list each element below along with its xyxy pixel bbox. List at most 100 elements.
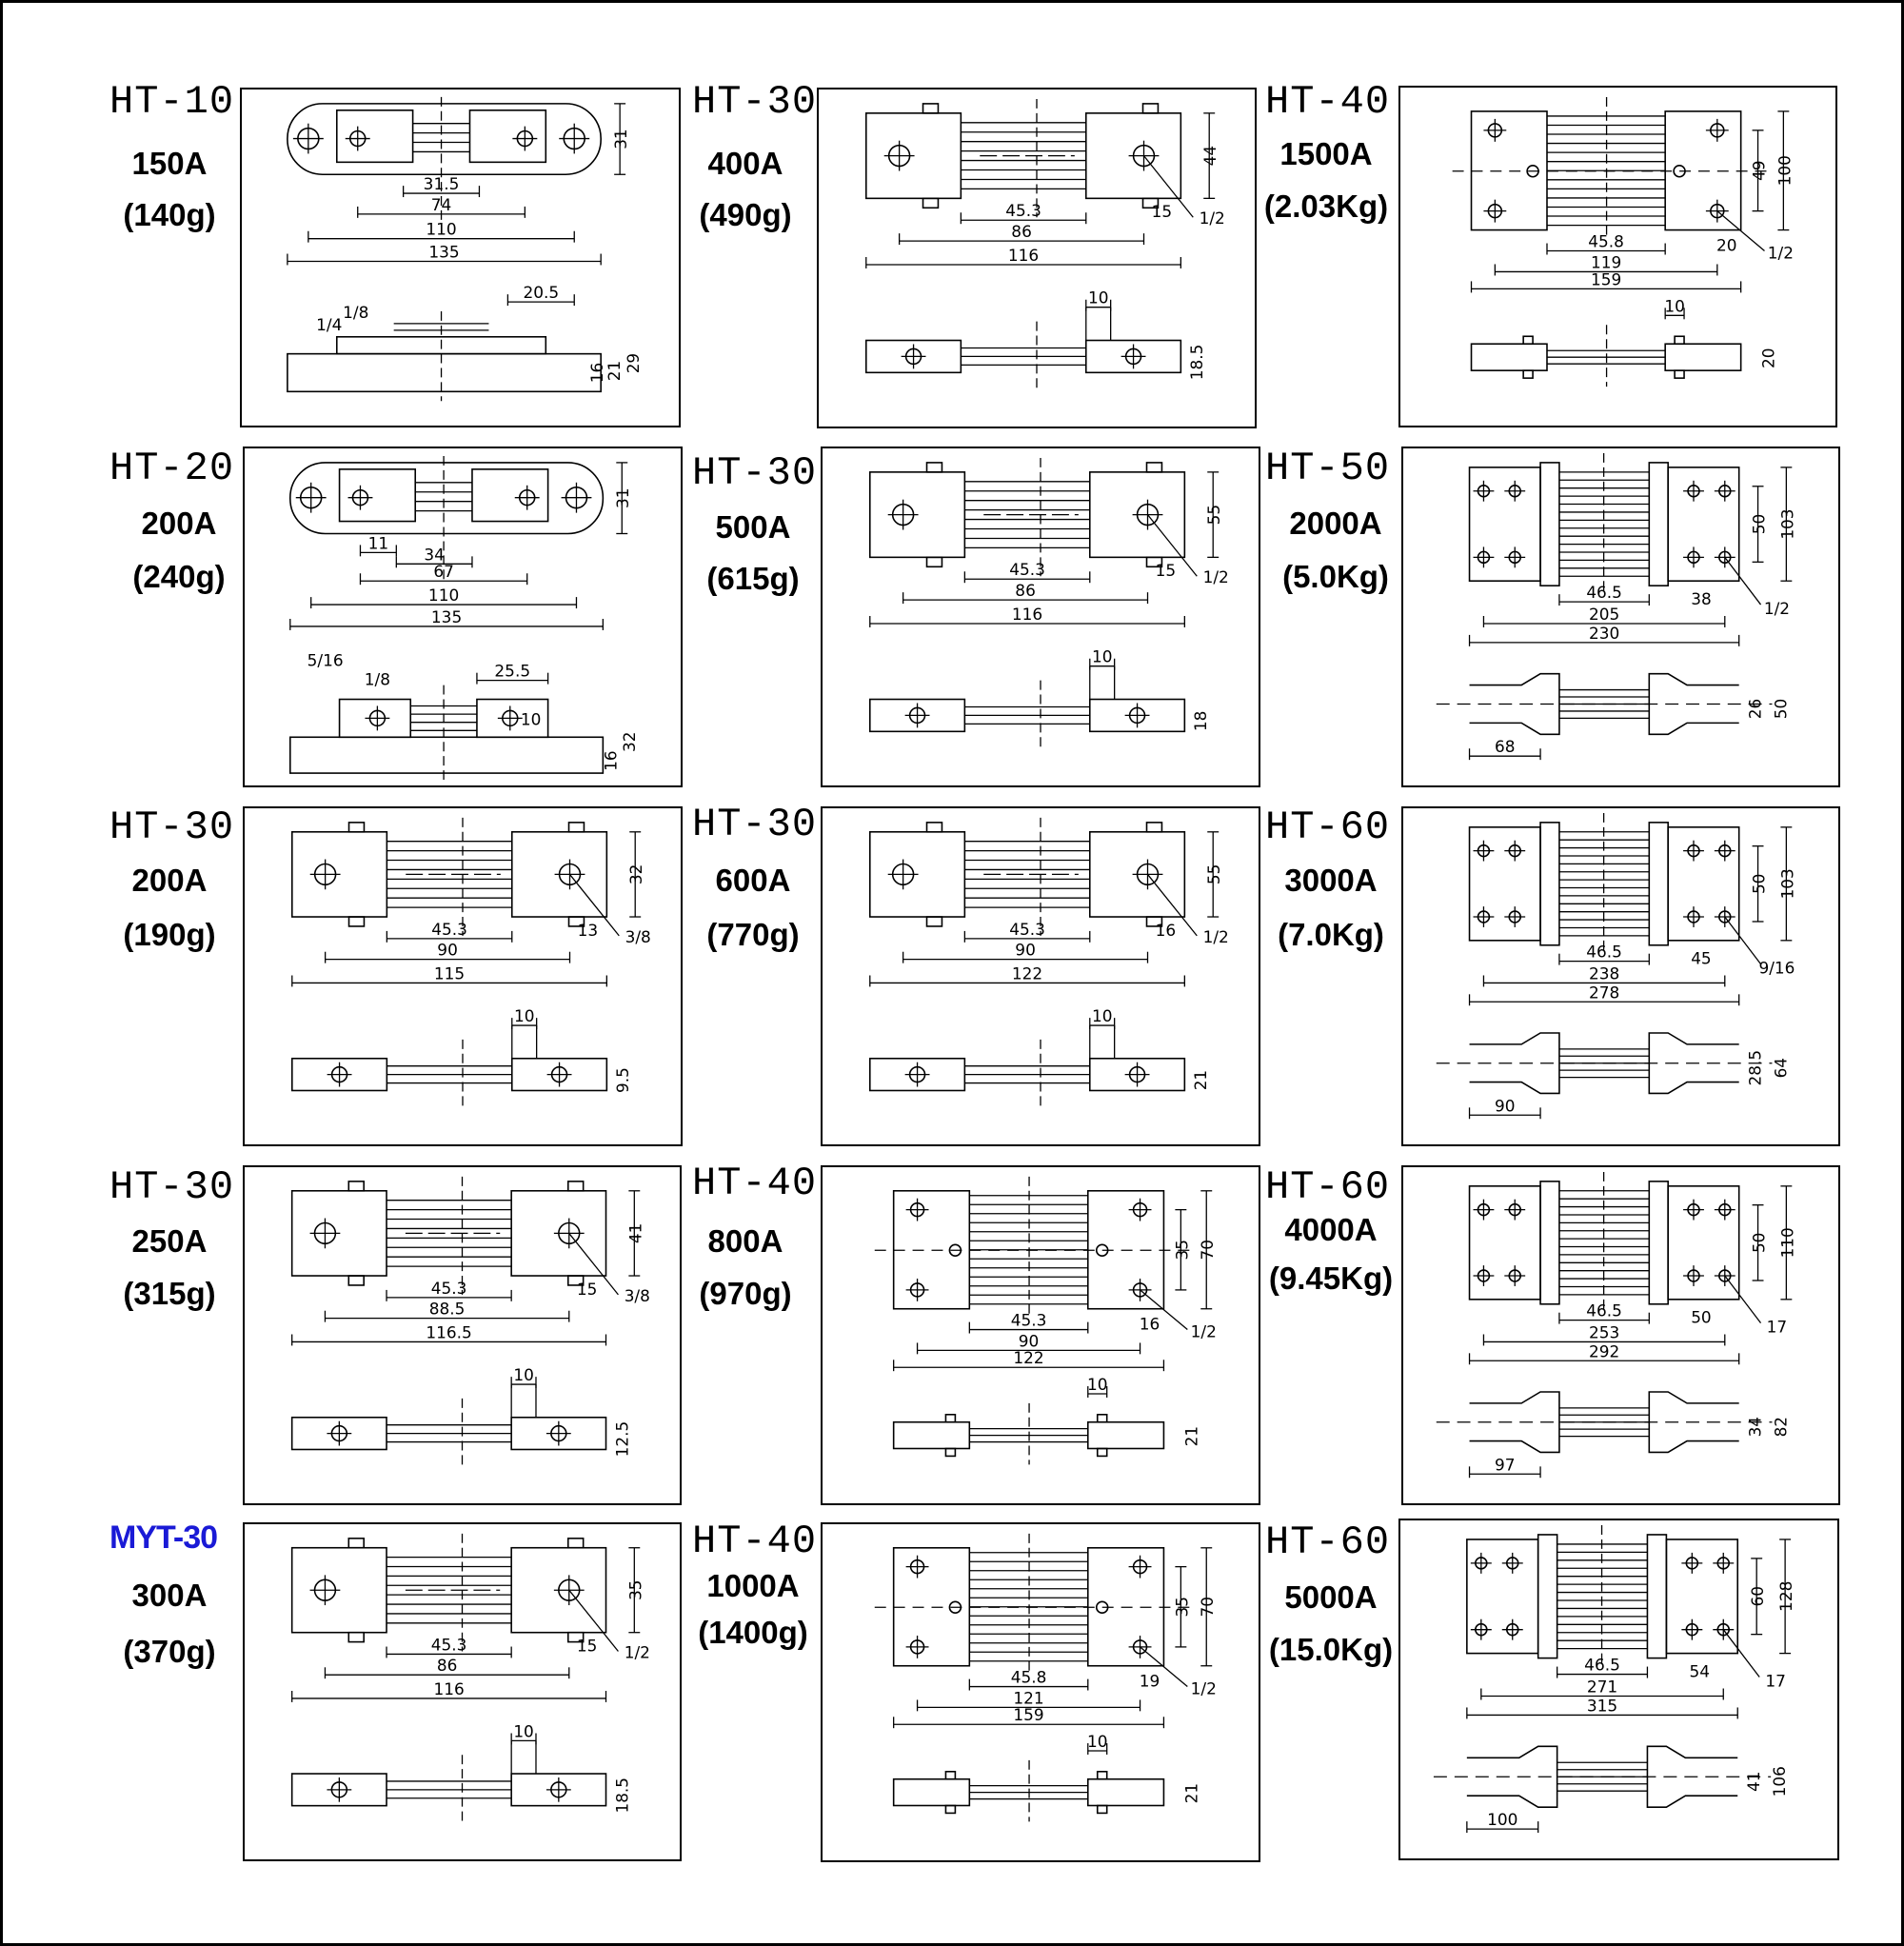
- dimension-label: 10: [1092, 647, 1113, 666]
- dimension-label: 45.3: [1005, 201, 1041, 220]
- dimension-label: 54: [1690, 1662, 1711, 1681]
- dimension-label: 46.5: [1584, 1656, 1620, 1675]
- side-base: [288, 736, 605, 774]
- dimension-label: 159: [1591, 269, 1621, 288]
- dimension-label: 15: [577, 1637, 597, 1656]
- terminal-block: [510, 1546, 607, 1634]
- dimension-label: 10: [514, 1006, 535, 1025]
- shunt-body: [288, 462, 605, 535]
- height-dimension: 60: [1748, 1586, 1767, 1607]
- model-label: HT-30: [692, 450, 818, 496]
- side-terminal: [1086, 1777, 1165, 1807]
- thread-size-label: 3/8: [625, 1286, 650, 1305]
- side-terminal: [510, 1773, 607, 1807]
- leader-line: [1716, 210, 1765, 252]
- leader-line: [1143, 155, 1194, 218]
- dimension-label: 38: [1691, 589, 1711, 608]
- side-thickness-label: 50: [1771, 699, 1790, 719]
- height-dimension: 49: [1750, 160, 1769, 181]
- terminal-block: [1667, 467, 1740, 583]
- bolt: [1096, 1413, 1108, 1423]
- height-dimension: 55: [1204, 505, 1223, 526]
- side-thickness-label: 41: [1744, 1771, 1763, 1792]
- side-terminal: [338, 698, 412, 739]
- current-rating: 200A: [131, 863, 208, 898]
- current-rating: 5000A: [1284, 1579, 1378, 1615]
- bolt: [347, 1275, 365, 1286]
- current-rating: 800A: [707, 1223, 783, 1259]
- bolt: [1674, 335, 1685, 346]
- weight-label: (7.0Kg): [1278, 917, 1384, 952]
- height-dimension: 32: [626, 864, 645, 884]
- thread-size-label: 1/2: [1764, 599, 1790, 618]
- model-label: HT-40: [1265, 79, 1391, 125]
- bolt: [1145, 462, 1163, 473]
- side-thickness-label: 18: [1191, 711, 1210, 732]
- thread-size-label: 1/2: [1191, 1679, 1217, 1698]
- dimension-label: 45.8: [1588, 231, 1624, 250]
- side-thickness-label: 21: [605, 361, 624, 381]
- height-dimension: 35: [625, 1580, 645, 1600]
- side-thickness-label: 26: [1746, 699, 1765, 719]
- bolt: [566, 1631, 585, 1643]
- terminal-plate: [1539, 1181, 1560, 1305]
- weight-label: (315g): [123, 1276, 216, 1311]
- dimension-label: 11: [368, 533, 389, 552]
- dimension-label: 205: [1589, 605, 1619, 624]
- height-dimension: 70: [1198, 1240, 1217, 1260]
- terminal-plate: [1648, 1181, 1669, 1305]
- dimension-label: 15: [577, 1280, 597, 1299]
- dimension-label: 135: [428, 243, 459, 262]
- side-terminal: [510, 1416, 607, 1451]
- weight-label: (615g): [706, 561, 800, 596]
- bolt: [1096, 1447, 1108, 1458]
- thread-size-label: 1/8: [365, 670, 390, 689]
- thread-size-label: 3/8: [625, 927, 651, 946]
- bolt: [944, 1413, 957, 1423]
- current-rating: 1000A: [706, 1568, 800, 1603]
- dimension-label: 15: [1152, 202, 1173, 221]
- current-rating: 300A: [131, 1578, 208, 1613]
- terminal-block: [510, 1189, 607, 1277]
- dimension-label: 278: [1589, 983, 1619, 1002]
- dimension-label: 90: [1019, 1331, 1040, 1350]
- dimension-label: 10: [513, 1721, 533, 1740]
- side-terminal: [1086, 1420, 1165, 1450]
- height-dimension: 44: [1200, 146, 1220, 167]
- bolt: [567, 916, 585, 927]
- thread-size-label: 1/2: [1200, 208, 1225, 228]
- side-thickness-label: 16: [587, 363, 606, 383]
- side-thickness-label: 18.5: [1187, 345, 1206, 381]
- model-label: HT-30: [692, 802, 818, 847]
- dimension-label: 86: [1015, 581, 1036, 600]
- side-thickness-label: 28.5: [1746, 1050, 1765, 1086]
- shunt-body: [287, 103, 602, 176]
- model-label: HT-60: [1265, 1519, 1391, 1565]
- dimension-label: 45.3: [431, 1636, 467, 1655]
- terminal-block: [290, 1189, 387, 1277]
- dimension-label: 10: [1664, 296, 1684, 315]
- dimension-label: 238: [1589, 963, 1619, 983]
- bolt: [925, 462, 943, 473]
- dimension-label: 45.3: [1011, 1311, 1047, 1330]
- bolt: [1674, 369, 1685, 379]
- terminal-plate: [1648, 462, 1669, 586]
- side-terminal: [892, 1777, 971, 1807]
- leader-line: [1724, 1275, 1762, 1323]
- dimension-label: 46.5: [1586, 943, 1622, 962]
- dimension-label: 46.5: [1586, 1301, 1622, 1320]
- dimension-label: 25.5: [494, 662, 530, 681]
